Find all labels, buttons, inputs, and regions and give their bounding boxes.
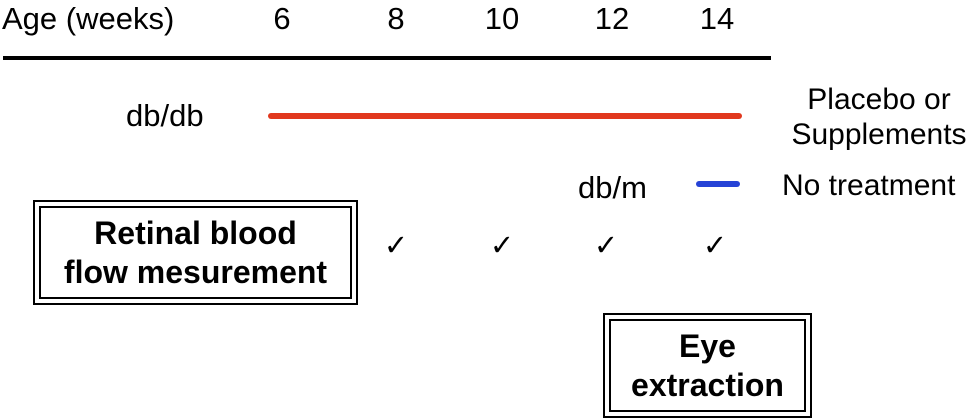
tick-week-10: 10: [484, 1, 520, 36]
eye-extraction-box-inner: Eye extraction: [609, 319, 806, 412]
age-axis-label: Age (weeks): [2, 1, 175, 36]
checkmark-week-10: ✓: [489, 230, 515, 262]
dbdb-treatment-bar: [268, 113, 742, 119]
eye-label-line1: Eye: [679, 328, 736, 365]
dbm-treatment-bar: [696, 181, 740, 187]
retinal-blood-flow-box-inner: Retinal blood flow mesurement: [39, 206, 352, 299]
checkmark-week-8: ✓: [383, 230, 409, 262]
retinal-label-line2: flow mesurement: [63, 253, 328, 290]
tick-week-8: 8: [387, 1, 405, 36]
retinal-blood-flow-box: Retinal blood flow mesurement: [33, 200, 358, 305]
checkmark-week-12: ✓: [593, 230, 619, 262]
dbdb-group-label: db/db: [126, 98, 204, 133]
checkmark-week-14: ✓: [702, 230, 728, 262]
tick-week-6: 6: [273, 1, 291, 36]
dbm-group-label: db/m: [578, 170, 647, 205]
dbdb-legend: Placebo or Supplements: [790, 82, 968, 153]
tick-week-14: 14: [699, 1, 735, 36]
retinal-label-line1: Retinal blood: [94, 215, 297, 252]
dbdb-legend-line2: Supplements: [791, 118, 967, 152]
timeline-axis-line: [3, 56, 771, 60]
eye-label-line2: extraction: [631, 366, 784, 403]
dbdb-legend-line1: Placebo or: [807, 83, 951, 116]
eye-extraction-box: Eye extraction: [603, 313, 812, 418]
dbm-legend: No treatment: [782, 169, 956, 202]
tick-week-12: 12: [594, 1, 630, 36]
eye-extraction-label: Eye extraction: [631, 327, 784, 404]
retinal-blood-flow-label: Retinal blood flow mesurement: [64, 214, 327, 291]
